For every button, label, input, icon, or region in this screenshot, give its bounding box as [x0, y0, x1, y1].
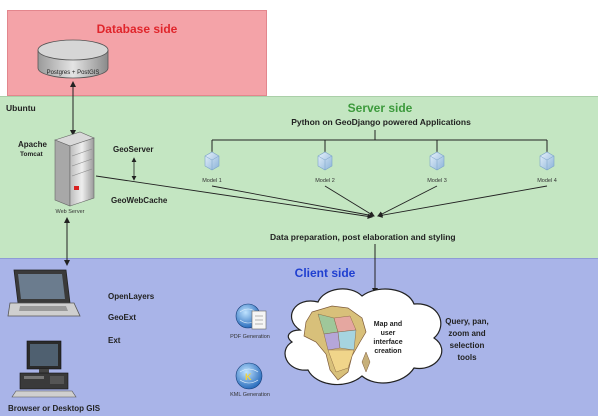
model-label: Model 3 [427, 178, 447, 184]
database-label: Postgres + PostGIS [46, 70, 100, 76]
library-label: GeoExt [108, 313, 137, 322]
tools-label: Query, pan, zoom and selection tools [445, 317, 489, 362]
client-footer-label: Browser or Desktop GIS [8, 404, 101, 413]
database-cylinder-icon [37, 39, 109, 79]
desktop-computer-icon [11, 340, 77, 398]
pdf-generation-icon [235, 303, 267, 330]
geowebcache-label: GeoWebCache [111, 196, 168, 205]
africa-map-image [303, 305, 371, 381]
web-server-label: Web Server [55, 209, 85, 215]
client-zone-title: Client side [294, 266, 356, 280]
web-server-icon [54, 131, 95, 207]
server-zone [0, 96, 598, 258]
model-cube-icons [204, 151, 555, 171]
pipeline-label: Data preparation, post elaboration and s… [270, 232, 456, 242]
server-zone-title: Server side [347, 101, 413, 115]
pdf-generation-label: PDF Generation [230, 334, 270, 340]
server-zone-subtitle: Python on GeoDjango powered Applications [291, 117, 471, 127]
tomcat-label: Tomcat [20, 151, 43, 158]
model-label: Model 4 [537, 178, 557, 184]
library-label: Ext [108, 336, 121, 345]
laptop-icon [7, 269, 81, 317]
map-label: Map and user interface creation [373, 321, 403, 355]
model-label: Model 2 [315, 178, 335, 184]
kml-generation-icon: K [235, 362, 263, 390]
ubuntu-label: Ubuntu [6, 103, 36, 113]
apache-label: Apache [18, 140, 47, 149]
kml-generation-label: KML Generation [230, 392, 270, 398]
library-label: OpenLayers [108, 292, 155, 301]
database-zone-title: Database side [96, 22, 178, 36]
geoserver-label: GeoServer [113, 145, 154, 154]
svg-text:K: K [245, 372, 252, 382]
model-label: Model 1 [202, 178, 222, 184]
